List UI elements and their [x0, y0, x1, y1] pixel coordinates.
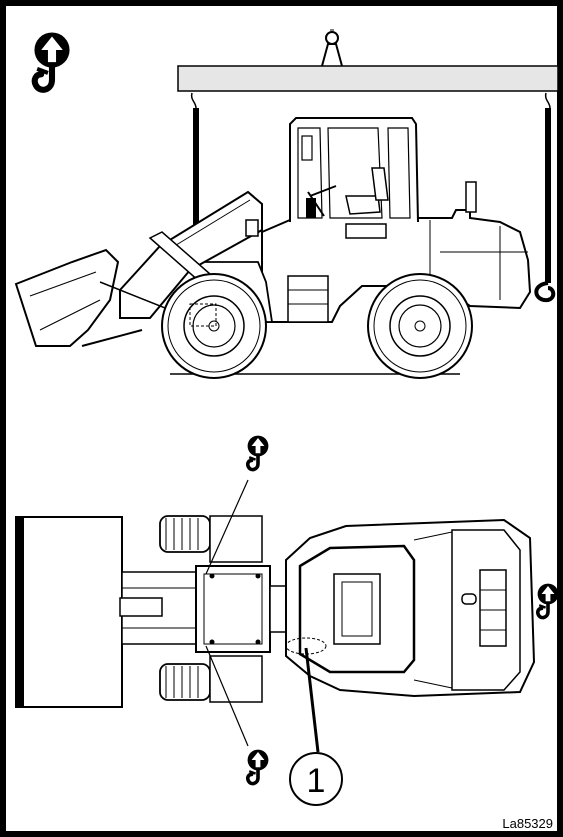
top-view — [15, 479, 536, 753]
lift-hook-icon-front-upper — [245, 433, 271, 472]
rear-sling — [545, 108, 551, 283]
callout-circle — [289, 752, 343, 806]
front-sling — [193, 108, 199, 326]
callout-number: 1 — [307, 762, 326, 800]
reference-code: La85329 — [502, 816, 553, 831]
spreader-beam — [177, 65, 559, 92]
bucket-top — [15, 516, 123, 708]
lift-hook-icon-front-lower — [245, 747, 271, 786]
lift-hook-icon-rear — [535, 581, 561, 620]
lift-hook-icon — [34, 32, 69, 89]
side-view — [14, 29, 559, 379]
